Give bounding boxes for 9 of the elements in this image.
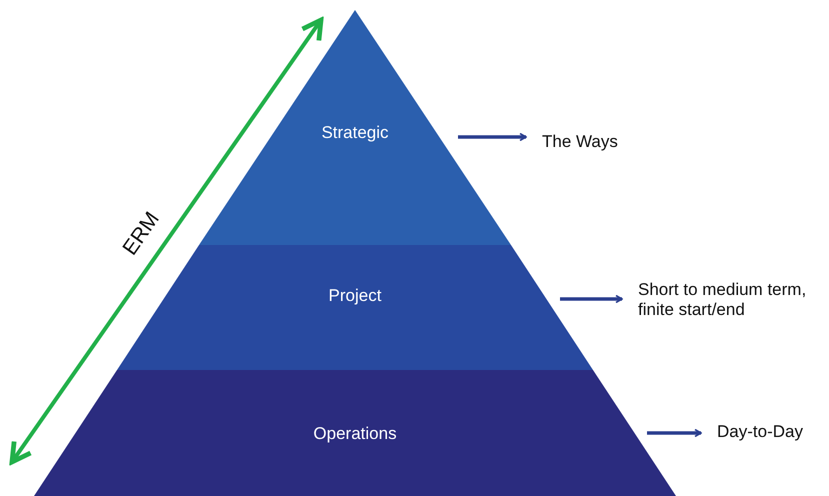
description-text: Day-to-Day [717,422,803,442]
tier-label: Strategic [321,122,389,144]
tier-label: Project [328,285,382,307]
arrow [458,132,527,142]
description-text: The Ways [542,132,618,152]
tier-label: Operations [313,423,397,445]
description-text: Short to medium term, finite start/end [638,280,808,320]
arrow [560,294,623,304]
arrow [647,428,702,438]
